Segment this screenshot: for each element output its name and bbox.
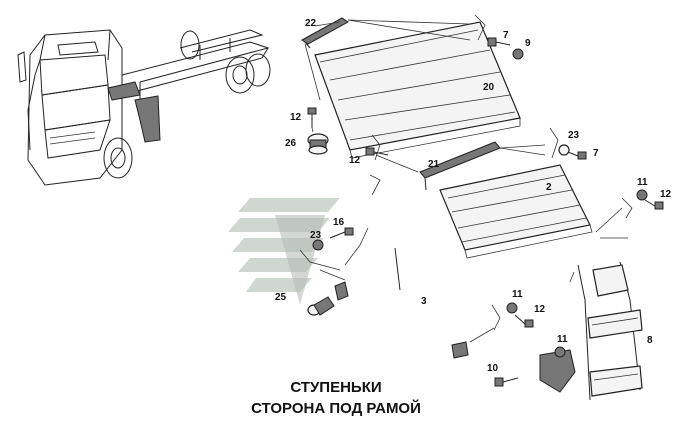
callout-12-mid: 12 bbox=[349, 155, 361, 166]
callout-3: 3 bbox=[421, 296, 427, 307]
callout-12-left: 12 bbox=[290, 112, 302, 123]
callout-7-right: 7 bbox=[593, 148, 599, 159]
callout-22: 22 bbox=[305, 18, 317, 29]
callout-labels: 22 7 9 20 12 26 12 21 23 7 2 11 12 16 23… bbox=[275, 18, 672, 374]
callout-26: 26 bbox=[285, 138, 297, 149]
callout-7-top: 7 bbox=[503, 30, 509, 41]
caption-line-1: СТУПЕНЬКИ bbox=[290, 379, 381, 396]
bolt-7-top bbox=[487, 37, 511, 47]
callout-11-right: 11 bbox=[637, 177, 648, 188]
callout-11-lower: 11 bbox=[512, 289, 523, 300]
bolt-16 bbox=[329, 227, 354, 239]
nut-9-top bbox=[512, 48, 524, 60]
washer-23-right bbox=[558, 144, 570, 156]
bolt-12-right bbox=[644, 199, 664, 210]
bolt-12-mid bbox=[365, 147, 389, 156]
callout-21: 21 bbox=[428, 159, 440, 170]
part-3-support-bar bbox=[334, 231, 469, 361]
callout-9: 9 bbox=[525, 38, 531, 49]
callout-25: 25 bbox=[275, 292, 287, 303]
part-25-spacer bbox=[307, 296, 335, 316]
nut-11-bottom bbox=[554, 346, 566, 358]
callout-11-bottom: 11 bbox=[557, 334, 568, 345]
bolt-7-right bbox=[567, 151, 587, 160]
nut-11-right bbox=[636, 189, 648, 201]
truck-illustration bbox=[17, 29, 271, 186]
watermark-logo bbox=[228, 198, 340, 305]
callout-12-right: 12 bbox=[660, 189, 672, 200]
callout-8: 8 bbox=[647, 335, 653, 346]
callout-20: 20 bbox=[483, 82, 495, 93]
callout-16: 16 bbox=[333, 217, 345, 228]
washer-23-left bbox=[312, 239, 324, 251]
part-26-rubber-bumper bbox=[307, 133, 329, 155]
bolt-10 bbox=[494, 377, 519, 387]
part-2-lower-step-plate bbox=[439, 164, 593, 259]
bolt-12-left bbox=[307, 107, 317, 128]
bolt-12-lower bbox=[514, 314, 534, 328]
callout-23-left: 23 bbox=[310, 230, 322, 241]
nut-11-lower bbox=[506, 302, 518, 314]
part-8-hanging-ladder bbox=[539, 261, 643, 401]
part-20-upper-step-plate bbox=[314, 21, 521, 159]
part-22-bracket bbox=[301, 17, 349, 49]
callout-12-lower: 12 bbox=[534, 304, 546, 315]
callout-2: 2 bbox=[546, 182, 552, 193]
leader-lines bbox=[299, 14, 633, 343]
callout-10: 10 bbox=[487, 363, 499, 374]
caption-line-2: СТОРОНА ПОД РАМОЙ bbox=[251, 399, 421, 417]
callout-23-right: 23 bbox=[568, 130, 580, 141]
